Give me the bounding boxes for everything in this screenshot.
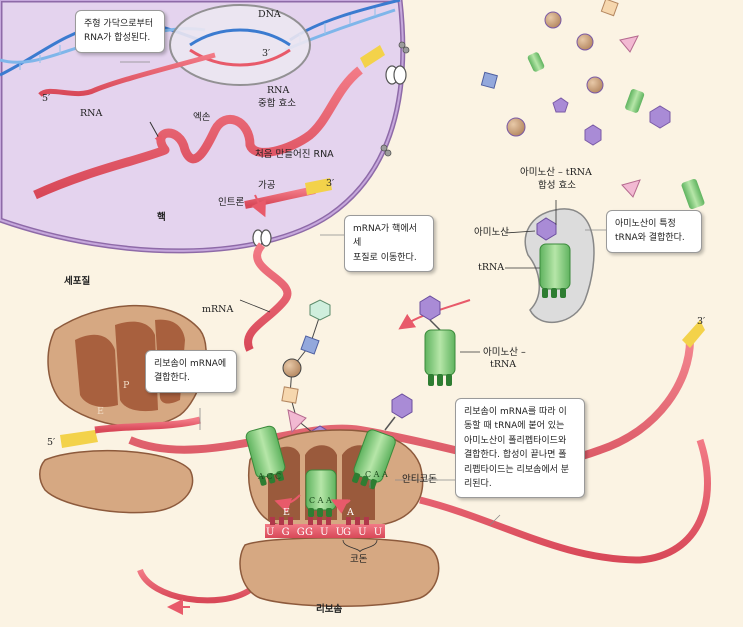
label-processing: 가공 [258, 180, 276, 191]
codon-2: G U U [305, 527, 347, 538]
nascent-rna [38, 52, 216, 98]
callout-text: mRNA가 핵에서 세 [353, 224, 417, 249]
callout-text: 아미노산이 폴리펩타이드와 [464, 435, 567, 446]
label-site-e-small: E [97, 406, 104, 417]
label-trna: tRNA [478, 262, 505, 273]
callout-text: 리된다. [464, 478, 492, 489]
label-nucleus: 핵 [157, 212, 166, 223]
free-trna [527, 52, 705, 210]
anticodon-2: C A A [309, 496, 332, 505]
callout-text: tRNA와 결합한다. [615, 233, 685, 244]
label-cytoplasm: 세포질 [64, 276, 91, 287]
label-anticodon: 안티코돈 [402, 474, 437, 485]
label-site-p-small: P [123, 380, 130, 391]
anticodon-1: A C C [258, 472, 282, 481]
label-site-a: A [347, 507, 354, 518]
amino-acid [480, 0, 671, 198]
callout-binding: 리보솜이 mRNA에 결합한다. [145, 350, 237, 393]
anticodon-3: C A A [365, 470, 388, 479]
label-five-prime-top: 5′ [42, 93, 51, 104]
callout-elongation: 리보솜이 mRNA를 따라 이 동할 때 tRNA에 붙어 있는 아미노산이 폴… [455, 398, 585, 499]
callout-transcription: 주형 가닥으로부터 RNA가 합성된다. [75, 10, 165, 53]
callout-text: 주형 가닥으로부터 [84, 19, 154, 29]
nuclear-pore [385, 65, 407, 85]
trna-on-synthetase [539, 243, 571, 290]
aminoacyl-trna [424, 329, 456, 376]
label-three-prime-processed: 3′ [326, 178, 335, 189]
label-ribosome: 리보솜 [316, 604, 343, 615]
label-aa-trna-2: tRNA [490, 359, 517, 370]
callout-text: 리보솜이 mRNA를 따라 이 [464, 407, 567, 417]
label-aa-trna-1: 아미노산 – [483, 347, 526, 358]
ribosome-lower-subunit [39, 449, 194, 514]
mrna-strand [244, 242, 292, 352]
callout-charging: 아미노산이 특정 tRNA와 결합한다. [606, 210, 702, 253]
label-intron: 인트론 [218, 197, 245, 208]
callout-text: 리보솜이 mRNA에 [154, 359, 227, 369]
label-five-prime-ribo: 5′ [47, 437, 56, 448]
label-rna: RNA [80, 108, 103, 119]
callout-text: 아미노산이 특정 [615, 219, 676, 229]
callout-export: mRNA가 핵에서 세 포질로 이동한다. [344, 215, 434, 273]
callout-text: 결합한다. [154, 373, 190, 384]
trna-exiting [245, 425, 286, 486]
label-dna: DNA [258, 9, 281, 20]
label-site-e: E [283, 507, 290, 518]
label-exon: 엑손 [193, 112, 211, 123]
label-amino-acid: 아미노산 [474, 227, 509, 238]
nuclear-pore [252, 229, 272, 247]
callout-text: 포질로 이동한다. [353, 252, 417, 263]
label-three-prime-right: 3′ [697, 316, 706, 327]
codon-3: G U U [343, 527, 385, 538]
label-rna-polymerase-1: RNA [267, 85, 290, 96]
callout-text: RNA가 합성된다. [84, 33, 151, 44]
trna-a-site [352, 429, 396, 490]
label-synthetase-1: 아미노산 – tRNA [520, 167, 592, 178]
pre-mrna [33, 66, 363, 200]
codon-1: U G G [266, 527, 307, 538]
callout-text: 동할 때 tRNA에 붙어 있는 [464, 421, 565, 432]
label-initial-rna: 처음 만들어진 RNA [255, 149, 334, 160]
label-mrna: mRNA [202, 304, 234, 315]
label-codon: 코돈 [350, 554, 368, 565]
rna-polymerase [169, 4, 311, 86]
label-rna-polymerase-2: 중합 효소 [258, 98, 296, 109]
label-three-prime-poly: 3′ [262, 48, 271, 59]
callout-text: 결합한다. 합성이 끝나면 폴 [464, 450, 567, 461]
label-synthetase-2: 합성 효소 [538, 180, 576, 191]
trna-p-site [305, 469, 337, 517]
callout-text: 리펩타이드는 리보솜에서 분 [464, 464, 570, 475]
